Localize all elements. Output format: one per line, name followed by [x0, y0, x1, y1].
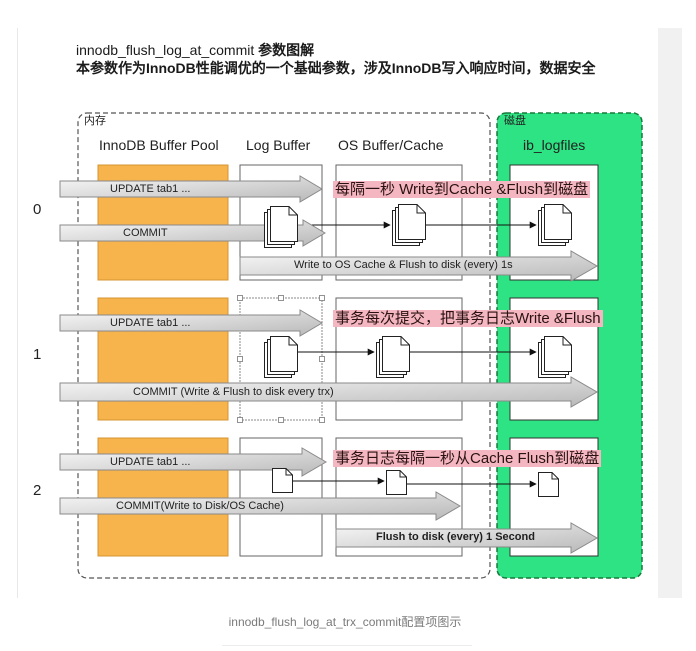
- title-parameter: innodb_flush_log_at_commit: [76, 42, 255, 58]
- selection-handle: [278, 417, 284, 423]
- column-header-buffer-pool: InnoDB Buffer Pool: [99, 137, 219, 153]
- selection-handle: [237, 356, 243, 362]
- selection-handle: [319, 356, 325, 362]
- flush-arrow-row-2: [335, 522, 599, 554]
- selection-handle: [278, 295, 284, 301]
- row-label-0: 0: [33, 201, 42, 218]
- column-header-log-buffer: Log Buffer: [246, 137, 311, 153]
- document-stack-icon: [538, 336, 572, 378]
- figure-caption: innodb_flush_log_at_trx_commit配置项图示: [228, 615, 462, 629]
- selection-handle: [319, 417, 325, 423]
- document-stack-icon: [376, 336, 410, 378]
- document-icon: [398, 204, 426, 240]
- update-arrow-label-row-1: UPDATE tab1 ...: [110, 317, 191, 329]
- update-arrow-label-row-2: UPDATE tab1 ...: [110, 456, 191, 468]
- update-arrow-row-2: [59, 447, 327, 477]
- selection-handles: [237, 295, 325, 423]
- disk-region-label: 磁盘: [504, 115, 526, 127]
- document-icon: [544, 204, 572, 240]
- note-row-0: 每隔一秒 Write到Cache &Flush到磁盘: [333, 181, 591, 198]
- diagram-title: innodb_flush_log_at_commit 参数图解: [76, 43, 314, 57]
- column-header-os-cache: OS Buffer/Cache: [338, 137, 444, 153]
- document-icon: [382, 336, 410, 372]
- commit-arrow-row-0: [59, 219, 326, 247]
- document-stack-icon: [264, 336, 298, 378]
- commit-arrow-row-1: [59, 376, 599, 408]
- document-icon: [270, 336, 298, 372]
- update-arrow-row-1: [59, 309, 323, 337]
- selection-handle: [237, 417, 243, 423]
- title-suffix: 参数图解: [258, 42, 315, 58]
- selection-handle: [237, 295, 243, 301]
- flush-arrow-row-0: [239, 250, 599, 282]
- note-row-1: 事务每次提交，把事务日志Write &Flush: [333, 310, 603, 327]
- flush-arrow-label-row-2: Flush to disk (every) 1 Second: [376, 531, 535, 543]
- column-header-logfiles: ib_logfiles: [523, 137, 586, 153]
- memory-region-label: 内存: [84, 115, 106, 127]
- document-icon: [538, 472, 559, 497]
- document-stack-icon: [264, 206, 298, 248]
- document-stack-icon: [392, 204, 426, 246]
- document-icon: [386, 470, 407, 495]
- document-icon: [544, 336, 572, 372]
- commit-arrow-label-row-1: COMMIT (Write & Flush to disk every trx): [133, 386, 334, 398]
- caption-divider: [222, 645, 472, 646]
- document-stack-icon: [538, 204, 572, 246]
- update-arrow-row-0: [59, 175, 323, 203]
- row-label-2: 2: [33, 482, 42, 499]
- image-right-strip: [658, 28, 682, 598]
- document-icon: [272, 468, 293, 493]
- note-row-2: 事务日志每隔一秒从Cache Flush到磁盘: [333, 450, 602, 467]
- selection-handle: [319, 295, 325, 301]
- row-label-1: 1: [33, 346, 42, 363]
- memory-region: [77, 112, 491, 579]
- commit-arrow-label-row-0: COMMIT: [123, 227, 168, 239]
- flush-arrow-label-row-0: Write to OS Cache & Flush to disk (every…: [294, 259, 513, 271]
- update-arrow-label-row-0: UPDATE tab1 ...: [110, 183, 191, 195]
- commit-arrow-row-2: [59, 491, 461, 521]
- commit-arrow-label-row-2: COMMIT(Write to Disk/OS Cache): [116, 500, 284, 512]
- diagram-subtitle: 本参数作为InnoDB性能调优的一个基础参数，涉及InnoDB写入响应时间，数据…: [76, 60, 596, 76]
- document-icon: [270, 206, 298, 242]
